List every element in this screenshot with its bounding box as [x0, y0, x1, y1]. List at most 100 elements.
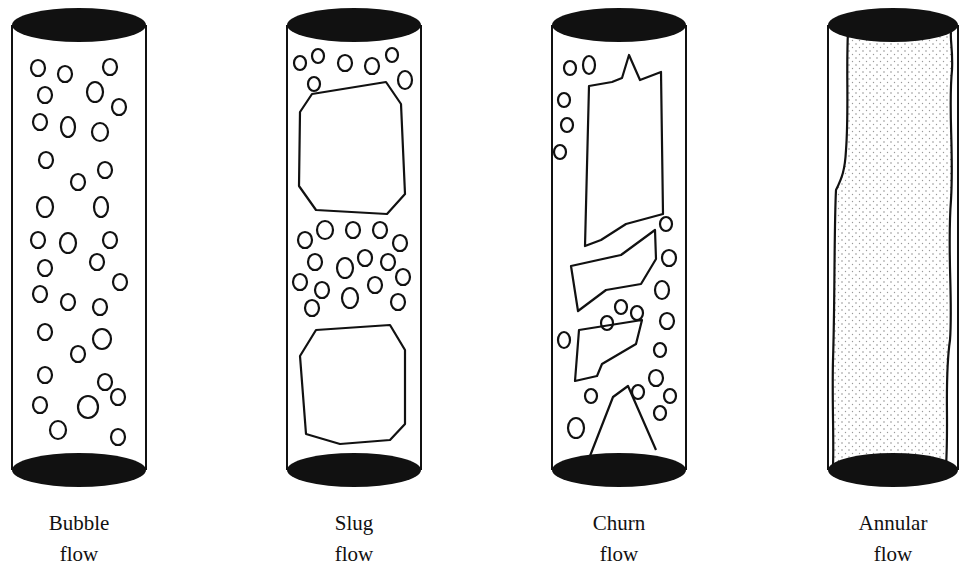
gas-bubble: [87, 82, 103, 102]
regime-label: Annular flow: [859, 508, 928, 570]
gas-bubble: [312, 49, 324, 63]
gas-bubble: [558, 93, 570, 107]
gas-bubble: [315, 282, 329, 298]
gas-bubble: [94, 197, 108, 217]
gas-bubble: [71, 346, 85, 362]
tube-wall: [286, 25, 288, 470]
tube-end-cap: [552, 8, 686, 42]
gas-bubble: [393, 235, 407, 251]
gas-bubble: [33, 114, 47, 130]
gas-bubble: [561, 118, 573, 132]
gas-bubble: [33, 286, 47, 302]
tube-end-cap: [12, 8, 146, 42]
gas-bubble: [632, 385, 644, 399]
gas-bubble: [112, 99, 126, 115]
gas-bubble: [305, 300, 319, 316]
gas-bubble: [365, 58, 379, 74]
regime-label: Slug flow: [335, 508, 374, 570]
gas-bubble: [564, 61, 576, 75]
gas-bubble: [660, 313, 674, 329]
gas-bubble: [338, 55, 352, 71]
gas-bubble: [111, 389, 125, 405]
gas-bubble: [111, 429, 125, 445]
tube-wall: [420, 25, 422, 470]
gas-bubble: [294, 56, 306, 70]
gas-slug: [300, 325, 405, 444]
gas-bubble: [615, 300, 627, 314]
gas-bubble: [660, 217, 672, 231]
gas-bubble: [293, 274, 307, 290]
gas-bubble: [33, 397, 47, 413]
tube-end-cap: [552, 453, 686, 487]
gas-bubble: [654, 406, 666, 420]
tube-wall: [551, 25, 553, 470]
gas-bubble: [631, 306, 643, 320]
gas-bubble: [61, 294, 75, 310]
gas-bubble: [31, 232, 45, 248]
gas-bubble: [317, 221, 333, 239]
gas-bubble: [98, 162, 112, 178]
gas-bubble: [50, 421, 66, 439]
gas-slug: [571, 230, 656, 311]
gas-bubble: [649, 370, 663, 386]
gas-bubble: [308, 77, 320, 91]
tube-end-cap: [828, 8, 958, 42]
gas-bubble: [391, 294, 405, 310]
gas-bubble: [554, 145, 566, 159]
tube-wall: [685, 25, 687, 470]
gas-bubble: [346, 222, 360, 238]
gas-bubble: [342, 288, 358, 308]
gas-bubble: [60, 233, 76, 253]
gas-bubble: [39, 152, 53, 168]
gas-bubble: [585, 389, 597, 403]
gas-bubble: [103, 232, 117, 248]
tube-wall: [11, 25, 13, 470]
tube-wall: [957, 25, 959, 470]
gas-slug: [590, 386, 656, 456]
gas-bubble: [655, 281, 669, 299]
gas-bubble: [93, 299, 107, 315]
gas-bubble: [92, 123, 108, 141]
liquid-film-interface: [833, 32, 848, 466]
gas-bubble: [98, 374, 112, 390]
tube-end-cap: [12, 453, 146, 487]
gas-bubble: [396, 269, 410, 285]
regime-label: Churn flow: [593, 508, 646, 570]
gas-bubble: [61, 117, 75, 137]
gas-bubble: [558, 332, 570, 348]
gas-bubble: [71, 174, 85, 190]
tube-end-cap: [287, 453, 421, 487]
gas-bubble: [103, 59, 117, 75]
gas-bubble: [568, 418, 584, 438]
gas-bubble: [654, 343, 666, 357]
gas-bubble: [31, 60, 45, 76]
gas-bubble: [583, 56, 595, 74]
gas-bubble: [398, 71, 412, 89]
gas-bubble: [308, 254, 322, 270]
gas-bubble: [664, 389, 676, 403]
gas-bubble: [58, 66, 72, 82]
gas-bubble: [298, 232, 312, 248]
gas-bubble: [601, 316, 613, 330]
gas-bubble: [38, 324, 52, 340]
gas-bubble: [78, 396, 98, 418]
regime-label: Bubble flow: [49, 508, 110, 570]
gas-bubble: [662, 250, 676, 266]
gas-bubble: [337, 258, 353, 278]
gas-slug: [299, 82, 405, 214]
gas-bubble: [93, 329, 111, 349]
gas-core: [833, 32, 952, 466]
gas-bubble: [358, 250, 372, 266]
gas-bubble: [90, 254, 104, 270]
gas-bubble: [368, 277, 382, 293]
gas-bubble: [386, 48, 398, 62]
tube-wall: [145, 25, 147, 470]
tube-wall: [827, 25, 829, 470]
gas-bubble: [381, 254, 395, 270]
liquid-film-interface: [946, 32, 952, 466]
gas-bubble: [38, 260, 52, 276]
tube-end-cap: [287, 8, 421, 42]
gas-bubble: [373, 222, 387, 238]
tube-end-cap: [828, 453, 958, 487]
